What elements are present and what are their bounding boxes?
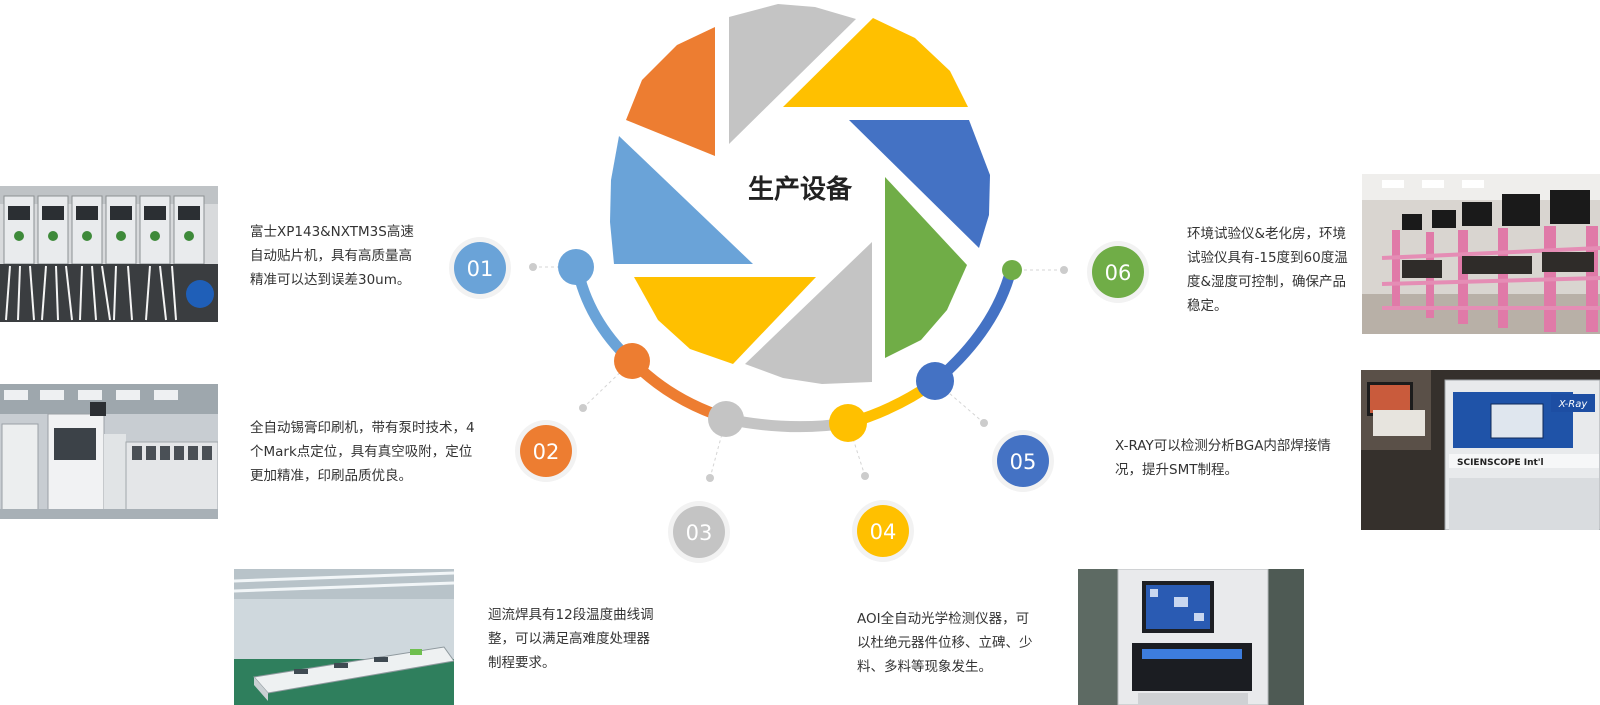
leader-line-05 <box>934 380 985 424</box>
number-badges: 01 02 03 04 05 06 <box>449 237 1149 563</box>
item-03-line-1: 迴流焊具有12段温度曲线调 <box>488 607 654 623</box>
badge-05-label: 05 <box>1010 450 1037 474</box>
arc-node-green <box>1002 260 1022 280</box>
leader-dot-06 <box>1060 266 1068 274</box>
leader-dot-05 <box>980 419 988 427</box>
item-02-line-1: 全自动锡膏印刷机，带有泵时技术，4 <box>250 420 475 436</box>
item-03-description: 迴流焊具有12段温度曲线调 整，可以满足高难度处理器 制程要求。 <box>488 603 654 675</box>
photo-xray-inspection: X-Ray SCIENSCOPE Int'l <box>1361 370 1600 530</box>
pie-segment-gray-top <box>729 4 856 144</box>
xray-brand: SCIENSCOPE Int'l <box>1457 458 1544 468</box>
badge-06: 06 <box>1087 241 1149 303</box>
photo-aging-room <box>1362 174 1600 334</box>
pie-segment-orange <box>626 27 715 156</box>
pie-segment-gray-bottom <box>745 242 872 384</box>
item-06-description: 环境试验仪&老化房，环境 试验仪具有-15度到60度温 度&湿度可控制，确保产品… <box>1187 222 1348 318</box>
pie-segment-blue-light <box>610 136 753 264</box>
badge-02: 02 <box>515 420 577 482</box>
center-title: 生产设备 <box>748 175 853 205</box>
item-04-line-1: AOI全自动光学检测仪器，可 <box>857 611 1030 627</box>
item-06-line-4: 稳定。 <box>1187 298 1228 314</box>
arc-node-orange <box>614 343 650 379</box>
arc-node-yellow <box>829 404 867 442</box>
badge-05: 05 <box>992 430 1054 492</box>
item-03-line-3: 制程要求。 <box>488 655 556 671</box>
arc-node-gray <box>708 401 744 437</box>
photo-stencil-printer <box>0 384 218 519</box>
xray-badge: X-Ray <box>1558 399 1589 410</box>
item-02-line-3: 更加精准，印刷品质优良。 <box>250 468 412 484</box>
badge-01-label: 01 <box>467 257 494 281</box>
badge-04-label: 04 <box>870 520 897 544</box>
item-02-line-2: 个Mark点定位，具有真空吸附，定位 <box>250 444 473 460</box>
item-01-line-3: 精准可以达到误差30um。 <box>250 272 411 288</box>
leader-end-dots <box>529 263 1068 482</box>
badge-03-label: 03 <box>686 521 713 545</box>
item-05-description: X-RAY可以检测分析BGA内部焊接情 况，提升SMT制程。 <box>1115 434 1331 482</box>
arc-node-blue-light <box>558 249 594 285</box>
photo-reflow-oven <box>234 569 454 705</box>
item-04-line-3: 料、多料等现象发生。 <box>857 659 992 675</box>
item-04-line-2: 以杜绝元器件位移、立碑、少 <box>857 635 1033 651</box>
photo-aoi-inspection <box>1078 569 1304 705</box>
arc-nodes <box>558 249 1022 442</box>
pie-segment-green <box>885 177 967 358</box>
photo-placement-machine <box>0 186 218 322</box>
item-05-line-1: X-RAY可以检测分析BGA内部焊接情 <box>1115 438 1331 454</box>
badge-04: 04 <box>852 500 914 562</box>
item-01-description: 富士XP143&NXTM3S高速 自动贴片机，具有高质量高 精准可以达到误差30… <box>250 220 414 292</box>
leader-dot-04 <box>861 472 869 480</box>
arc-node-blue-dark <box>916 362 954 400</box>
pie-segment-yellow-top <box>783 18 968 107</box>
item-03-line-2: 整，可以满足高难度处理器 <box>488 631 650 647</box>
leader-dot-02 <box>579 404 587 412</box>
leader-dot-01 <box>529 263 537 271</box>
leader-dot-03 <box>706 474 714 482</box>
badge-03: 03 <box>668 501 730 563</box>
item-04-description: AOI全自动光学检测仪器，可 以杜绝元器件位移、立碑、少 料、多料等现象发生。 <box>857 607 1033 679</box>
item-01-line-2: 自动贴片机，具有高质量高 <box>250 248 412 264</box>
item-06-line-1: 环境试验仪&老化房，环境 <box>1187 226 1347 242</box>
badge-02-label: 02 <box>533 440 560 464</box>
pie-segment-yellow-bottom <box>634 277 816 364</box>
item-05-line-2: 况，提升SMT制程。 <box>1115 462 1238 478</box>
item-01-line-1: 富士XP143&NXTM3S高速 <box>250 224 414 240</box>
badge-06-label: 06 <box>1105 261 1132 285</box>
aperture-pie <box>610 4 990 384</box>
item-06-line-2: 试验仪具有-15度到60度温 <box>1187 250 1348 266</box>
item-02-description: 全自动锡膏印刷机，带有泵时技术，4 个Mark点定位，具有真空吸附，定位 更加精… <box>250 416 475 488</box>
pie-segment-blue-dark <box>849 120 990 248</box>
item-06-line-3: 度&湿度可控制，确保产品 <box>1187 274 1347 290</box>
badge-01: 01 <box>449 237 511 299</box>
